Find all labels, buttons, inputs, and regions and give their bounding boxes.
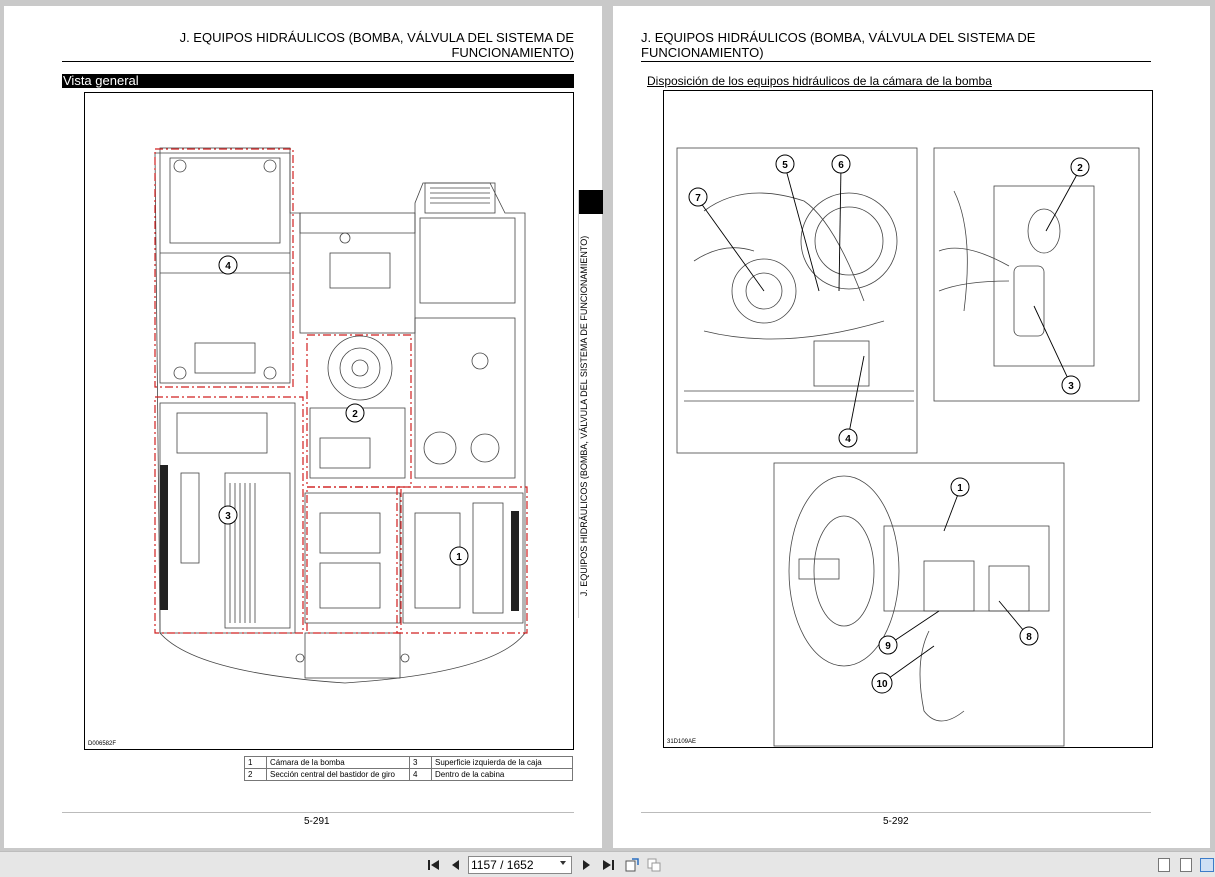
page-number-field[interactable] (468, 856, 572, 874)
header-rule (62, 61, 574, 62)
callout-4: 4 (225, 261, 231, 272)
header-rule (641, 61, 1151, 62)
legend-num: 4 (409, 768, 432, 781)
section-title: Vista general (62, 74, 574, 88)
callout-6: 6 (838, 160, 844, 171)
legend-label: Cámara de la bomba (266, 756, 410, 769)
page-header: J. EQUIPOS HIDRÁULICOS (BOMBA, VÁLVULA D… (641, 30, 1036, 60)
tab-marker (579, 190, 603, 214)
legend-label: Superficie izquierda de la caja (431, 756, 573, 769)
callout-2: 2 (1077, 163, 1083, 174)
page-header: J. EQUIPOS HIDRÁULICOS (BOMBA, VÁLVULA D… (179, 30, 574, 60)
legend-num: 2 (244, 768, 267, 781)
legend-label: Dentro de la cabina (431, 768, 573, 781)
legend-label: Sección central del bastidor de giro (266, 768, 410, 781)
callout-8: 8 (1026, 632, 1032, 643)
rotate-icon[interactable] (624, 857, 640, 873)
next-page-icon[interactable] (578, 857, 594, 873)
callout-4: 4 (845, 434, 851, 445)
first-page-icon[interactable] (426, 857, 442, 873)
last-page-icon[interactable] (600, 857, 616, 873)
machine-overview-drawing: 4 2 3 1 (154, 147, 528, 684)
legend-num: 1 (244, 756, 267, 769)
callout-9: 9 (885, 641, 891, 652)
callout-1: 1 (456, 552, 462, 563)
figure-code: D006582F (88, 741, 117, 747)
navigation-toolbar (0, 851, 1215, 877)
callout-5: 5 (782, 160, 788, 171)
callout-10: 10 (876, 679, 888, 690)
chapter-side-tab: J. EQUIPOS HIDRÁULICOS (BOMBA, VÁLVULA D… (578, 190, 603, 618)
pump-layout-figure: 5 6 7 4 2 3 1 9 8 10 31D109AE (663, 90, 1153, 748)
overview-figure: 4 2 3 1 D006582F (84, 92, 574, 750)
fit-page-icon[interactable] (646, 857, 662, 873)
chevron-down-icon[interactable] (560, 861, 566, 865)
callout-1: 1 (957, 483, 963, 494)
footer-rule (641, 812, 1151, 813)
legend-num: 3 (409, 756, 432, 769)
page-number: 5-291 (304, 816, 330, 827)
table-row: 1 Cámara de la bomba 3 Superficie izquie… (244, 756, 573, 769)
two-page-view-icon[interactable] (1200, 858, 1214, 872)
page-left: J. EQUIPOS HIDRÁULICOS (BOMBA, VÁLVULA D… (4, 6, 602, 848)
section-title: Disposición de los equipos hidráulicos d… (647, 74, 992, 88)
page-right: J. EQUIPOS HIDRÁULICOS (BOMBA, VÁLVULA D… (613, 6, 1210, 848)
callout-7: 7 (695, 193, 701, 204)
side-tab-text: J. EQUIPOS HIDRÁULICOS (BOMBA, VÁLVULA D… (579, 235, 589, 597)
single-page-view-icon[interactable] (1158, 858, 1170, 872)
callout-3: 3 (225, 511, 231, 522)
figure-code: 31D109AE (667, 739, 697, 745)
callout-2: 2 (352, 409, 358, 420)
pump-layout-drawing: 5 6 7 4 2 3 1 9 8 10 (676, 147, 1140, 747)
table-row: 2 Sección central del bastidor de giro 4… (244, 768, 573, 781)
footer-rule (62, 812, 574, 813)
previous-page-icon[interactable] (448, 857, 464, 873)
document-viewer[interactable]: J. EQUIPOS HIDRÁULICOS (BOMBA, VÁLVULA D… (0, 0, 1215, 851)
page-number: 5-292 (883, 816, 909, 827)
continuous-view-icon[interactable] (1180, 858, 1192, 872)
callout-3: 3 (1068, 381, 1074, 392)
legend-table: 1 Cámara de la bomba 3 Superficie izquie… (244, 756, 573, 781)
